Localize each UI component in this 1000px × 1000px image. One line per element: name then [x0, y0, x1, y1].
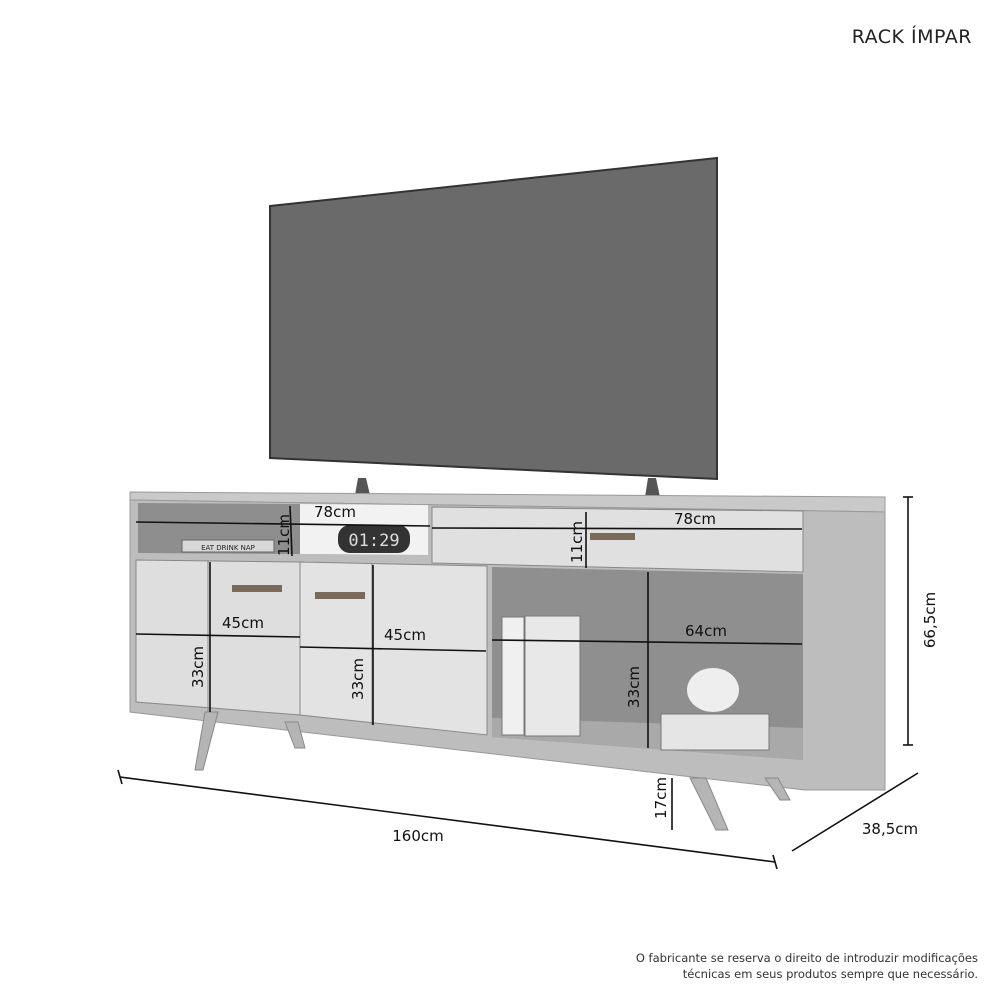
door-handle [232, 585, 282, 592]
tv-screen [269, 156, 718, 481]
clock-display: 01:29 [348, 531, 399, 551]
rack-cabinet: 01:29 EAT DRINK NAP [129, 491, 886, 831]
dimension-drawer-width: 78cm [674, 510, 716, 528]
dimension-total-height: 66,5cm [921, 592, 939, 648]
door-handle [315, 592, 365, 599]
dimension-niche-height: 33cm [625, 666, 643, 708]
disclaimer-line-2: técnicas em seus produtos sempre que nec… [682, 967, 978, 981]
dimension-top-shelf-height: 11cm [275, 514, 293, 556]
dimension-drawer-height: 11cm [568, 521, 586, 563]
disclaimer-line-1: O fabricante se reserva o direito de int… [635, 951, 978, 965]
drawer-handle [590, 533, 635, 540]
dimension-top-shelf-width: 78cm [314, 503, 356, 521]
dimension-depth: 38,5cm [862, 820, 918, 838]
dimension-center-door-width: 45cm [384, 626, 426, 644]
dimension-center-door-height: 33cm [349, 658, 367, 700]
television [269, 156, 718, 497]
dimension-left-door-width: 45cm [222, 614, 264, 632]
dimension-niche-width: 64cm [685, 622, 727, 640]
manufacturer-disclaimer: O fabricante se reserva o direito de int… [636, 950, 978, 982]
product-title: RACK ÍMPAR [851, 26, 972, 48]
dimension-total-width: 160cm [392, 827, 444, 845]
book-spine-text: EAT DRINK NAP [201, 544, 255, 552]
dimension-leg-height: 17cm [652, 777, 670, 819]
dimension-lines [117, 496, 919, 870]
dimension-left-door-height: 33cm [189, 646, 207, 688]
